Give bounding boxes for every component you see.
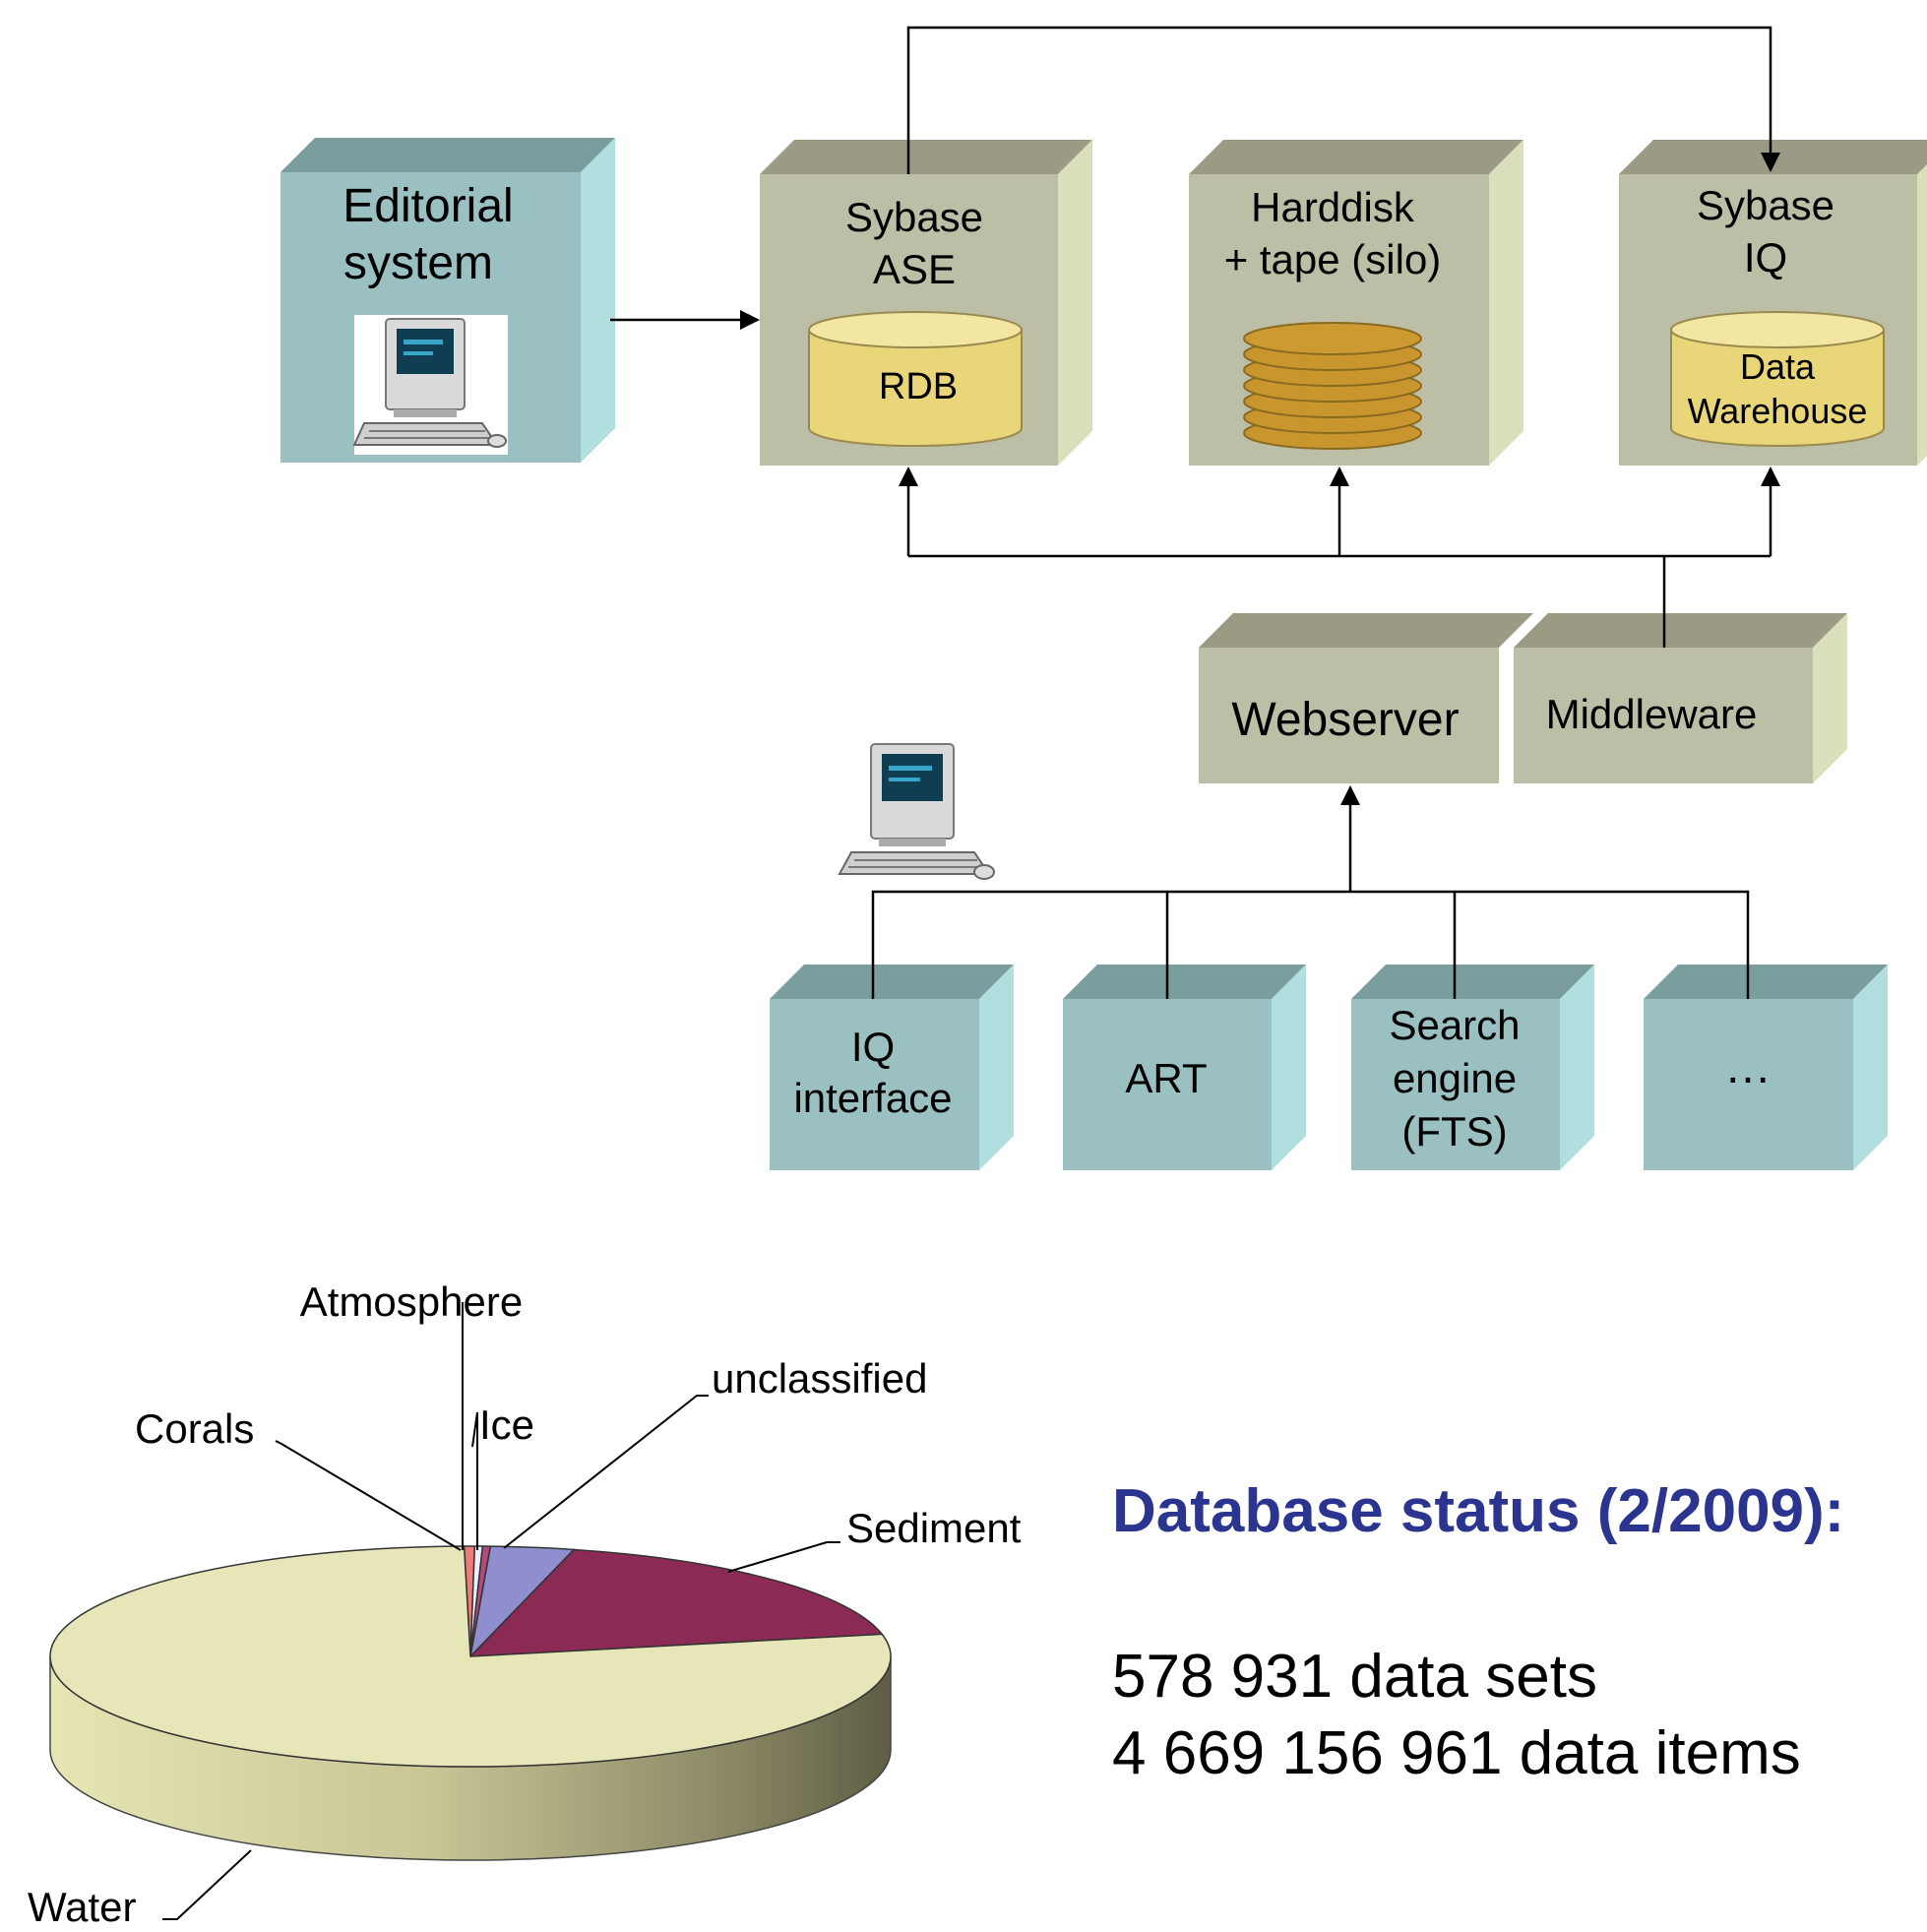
pie-chart: [49, 1545, 892, 1861]
water-leader: [162, 1849, 252, 1920]
more-box: …: [1644, 965, 1888, 1170]
sybase-ase-label-1: Sybase: [845, 194, 983, 240]
status-data-sets: 578 931 data sets: [1112, 1643, 1597, 1711]
rdb-label: RDB: [879, 366, 958, 407]
data-warehouse-label-2: Warehouse: [1688, 391, 1868, 431]
more-label: …: [1724, 1041, 1772, 1093]
corals-label: Corals: [135, 1405, 254, 1452]
harddisk-label-1: Harddisk: [1251, 184, 1415, 230]
unclassified-label: unclassified: [712, 1355, 927, 1402]
editorial-label-1: Editorial: [342, 180, 513, 232]
sybase-ase-label-2: ASE: [873, 246, 956, 292]
iq-interface-label-2: interface: [793, 1075, 952, 1121]
atmosphere-label: Atmosphere: [300, 1278, 523, 1325]
search-engine-box: Search engine (FTS): [1351, 965, 1594, 1170]
iq-interface-label-1: IQ: [851, 1024, 895, 1070]
pie-slice-water: [49, 1545, 892, 1768]
sybase-iq-box: Sybase IQ Data Warehouse: [1619, 140, 1927, 466]
art-box: ART: [1063, 965, 1306, 1170]
webserver-box: Webserver: [1199, 613, 1533, 783]
client-computer-icon: [838, 743, 995, 880]
harddisk-box: Harddisk + tape (silo): [1189, 140, 1523, 466]
search-engine-label-1: Search: [1389, 1002, 1520, 1048]
sybase-iq-label-2: IQ: [1744, 234, 1787, 280]
harddisk-label-2: + tape (silo): [1224, 236, 1442, 282]
middleware-label: Middleware: [1546, 691, 1758, 737]
rdb-database-icon: [808, 311, 1023, 447]
unclassified-leader: [503, 1395, 709, 1549]
search-engine-label-2: engine: [1393, 1055, 1517, 1101]
corals-leader: [275, 1440, 462, 1551]
ice-label: Ice: [479, 1402, 534, 1448]
status-title: Database status (2/2009):: [1112, 1477, 1845, 1545]
sediment-leader: [727, 1541, 840, 1573]
disk-stack-icon: [1243, 322, 1422, 450]
sediment-label: Sediment: [846, 1505, 1022, 1551]
connectors: [610, 26, 1780, 999]
ice-leader: [471, 1411, 478, 1550]
computer-icon: [352, 315, 508, 455]
pie-labels: Atmosphere Ice Corals unclassified Sedim…: [28, 1278, 1022, 1930]
sybase-ase-box: Sybase ASE RDB: [760, 140, 1092, 466]
sybase-iq-label-1: Sybase: [1697, 182, 1834, 228]
webserver-label: Webserver: [1231, 694, 1459, 746]
art-label: ART: [1125, 1055, 1207, 1101]
editorial-system-box: Editorial system: [280, 138, 615, 463]
pie-slice-sediment: [468, 1548, 884, 1657]
client-bus-line: [871, 890, 1750, 999]
status-data-items: 4 669 156 961 data items: [1112, 1719, 1801, 1787]
data-warehouse-icon: [1670, 311, 1885, 447]
iq-interface-box: IQ interface: [770, 965, 1014, 1170]
data-warehouse-label-1: Data: [1740, 346, 1816, 387]
middleware-box: Middleware: [1514, 613, 1847, 783]
water-label: Water: [28, 1884, 136, 1930]
search-engine-label-3: (FTS): [1401, 1108, 1507, 1154]
editorial-label-2: system: [343, 237, 493, 289]
ase-to-iq-arrow: [906, 26, 1780, 174]
